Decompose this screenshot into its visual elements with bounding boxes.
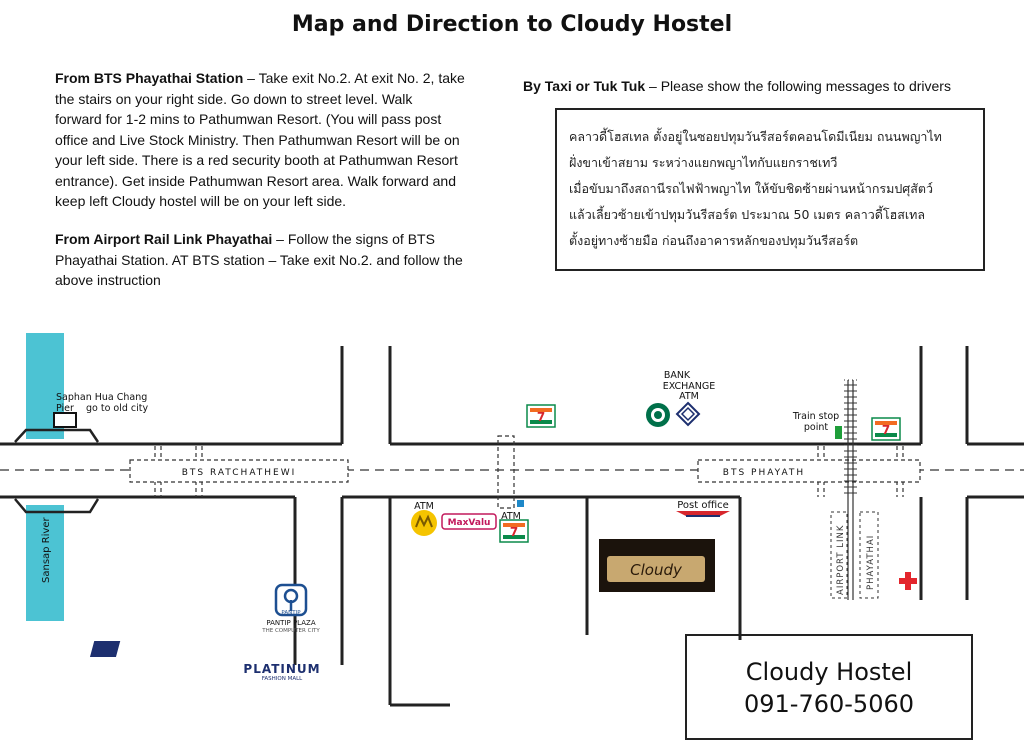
train-stop-label: Train stop (792, 411, 839, 422)
post-office-label: Post office (677, 500, 729, 511)
starbucks-icon (646, 403, 670, 427)
atm-mid-label: ATM (501, 511, 521, 522)
bts-line: keep left Cloudy hostel will be on your … (55, 193, 347, 209)
maxvalu-icon: MaxValu (441, 513, 497, 530)
bts-line: your left side. There is a red security … (55, 152, 458, 168)
side-streets (293, 346, 969, 707)
train-stop-label-2: point (804, 422, 829, 433)
phayathai-road-box (859, 511, 879, 599)
track-ties (844, 384, 857, 494)
seven-eleven-label: 7 (882, 423, 890, 437)
river-label: Sansap River (41, 517, 52, 583)
bridge (14, 428, 100, 514)
seven-eleven-label: 7 (510, 525, 518, 539)
bts-line: entrance). Get inside Pathumwan Resort a… (55, 172, 457, 189)
pantip-label: PANTIP PLAZA (266, 619, 315, 627)
bts-ratchathewi-station (129, 459, 349, 483)
krungsri-atm-icon (411, 510, 437, 536)
bank-diamond-icon (675, 401, 701, 427)
train-stop-marker (835, 426, 842, 439)
river-south (26, 505, 64, 621)
thai-message-box: คลาวดี้โฮสเทล ตั้งอยู่ในซอยปทุมวันรีสอร์… (555, 108, 985, 271)
bts-viaduct (154, 435, 904, 509)
pantip-sublabel: THE COMPUTER CITY (261, 628, 320, 634)
airport-line: Phayathai Station. AT BTS station – Take… (55, 251, 463, 268)
bts-line: the stairs on your right side. Go down t… (55, 90, 413, 107)
thai-message-line: ตั้งอยู่ทางซ้ายมือ ก่อนถึงอาคารหลักของปท… (569, 233, 859, 248)
bts-line: forward for 1-2 mins to Pathumwan Resort… (55, 111, 442, 127)
bts-heading: From BTS Phayathai Station (55, 70, 244, 86)
seven-eleven-icon: 7 (526, 404, 556, 428)
pier-label: Saphan Hua Chang (56, 392, 147, 403)
hostel-contact-box: Cloudy Hostel 091-760-5060 (685, 634, 973, 740)
thai-message-line: คลาวดี้โฮสเทล ตั้งอยู่ในซอยปทุมวันรีสอร์… (569, 129, 942, 144)
seven-eleven-icon: 7 (871, 417, 901, 441)
bts-phayathai-station (697, 459, 921, 483)
pier-label-2: Pier (56, 403, 74, 414)
hostel-phone[interactable]: 091-760-5060 (743, 690, 914, 718)
airport-link-track (844, 379, 857, 600)
seven-eleven-icon: 7 (499, 519, 529, 543)
airport-link-box (830, 511, 848, 599)
pier-note: go to old city (86, 403, 149, 414)
airport-heading: From Airport Rail Link Phayathai (55, 231, 273, 247)
airport-line: above instruction (55, 272, 161, 288)
taxi-directions: By Taxi or Tuk Tuk – Please show the fol… (523, 78, 951, 94)
maxvalu-label: MaxValu (448, 518, 491, 528)
exchange-label: EXCHANGE (663, 381, 716, 392)
bts-line: – Take exit No.2. At exit No. 2, take (243, 70, 465, 86)
pier-marker (53, 412, 77, 428)
thai-message-line: ฝั่งขาเข้าสยาม ระหว่างแยกพญาไทกับแยกราชเ… (569, 155, 838, 170)
atm-label: ATM (679, 391, 699, 402)
pantip-plaza-logo: PANTIP (274, 583, 308, 617)
thai-message-line: แล้วเลี้ยวซ้ายเข้าปทุมวันรีสอร์ต ประมาณ … (569, 207, 926, 222)
taxi-text: – Please show the following messages to … (645, 78, 951, 94)
platinum-mall-logo: PLATINUM FASHION MALL (89, 641, 320, 682)
taxi-heading: By Taxi or Tuk Tuk (523, 78, 646, 94)
hostel-sign-photo: Cloudy (599, 539, 715, 592)
atm-left-label: ATM (414, 501, 434, 512)
pantip-logo-label: PANTIP (281, 610, 301, 616)
thai-message-line: เมื่อขับมาถึงสถานีรถไฟฟ้าพญาไท ให้ขับชิด… (569, 181, 933, 196)
phayathai-road-label: PHAYATHAI (866, 535, 876, 590)
hostel-sign-text: Cloudy (630, 561, 683, 579)
platinum-sublabel: FASHION MALL (262, 676, 303, 682)
airport-directions: From Airport Rail Link Phayathai – Follo… (55, 229, 463, 291)
bts-exit-marker (517, 500, 524, 507)
bts-ratchathewi-label: BTS RATCHATHEWI (182, 468, 297, 478)
bank-label: BANK (664, 370, 691, 381)
post-office-icon (676, 511, 730, 516)
bts-line: office and Live Stock Ministry. Then Pat… (55, 131, 460, 148)
airport-line: – Follow the signs of BTS (272, 231, 435, 247)
seven-eleven-label: 7 (537, 410, 545, 424)
main-road (0, 442, 1024, 499)
hostel-name: Cloudy Hostel (745, 658, 913, 686)
bts-directions: From BTS Phayathai Station – Take exit N… (55, 68, 465, 212)
airport-link-label: AIRPORT LINK (836, 525, 846, 595)
bts-phayathai-label: BTS PHAYATH (723, 468, 805, 478)
platinum-label: PLATINUM (243, 662, 320, 676)
page-title: Map and Direction to Cloudy Hostel (291, 12, 733, 37)
security-booth-icon (899, 572, 917, 590)
